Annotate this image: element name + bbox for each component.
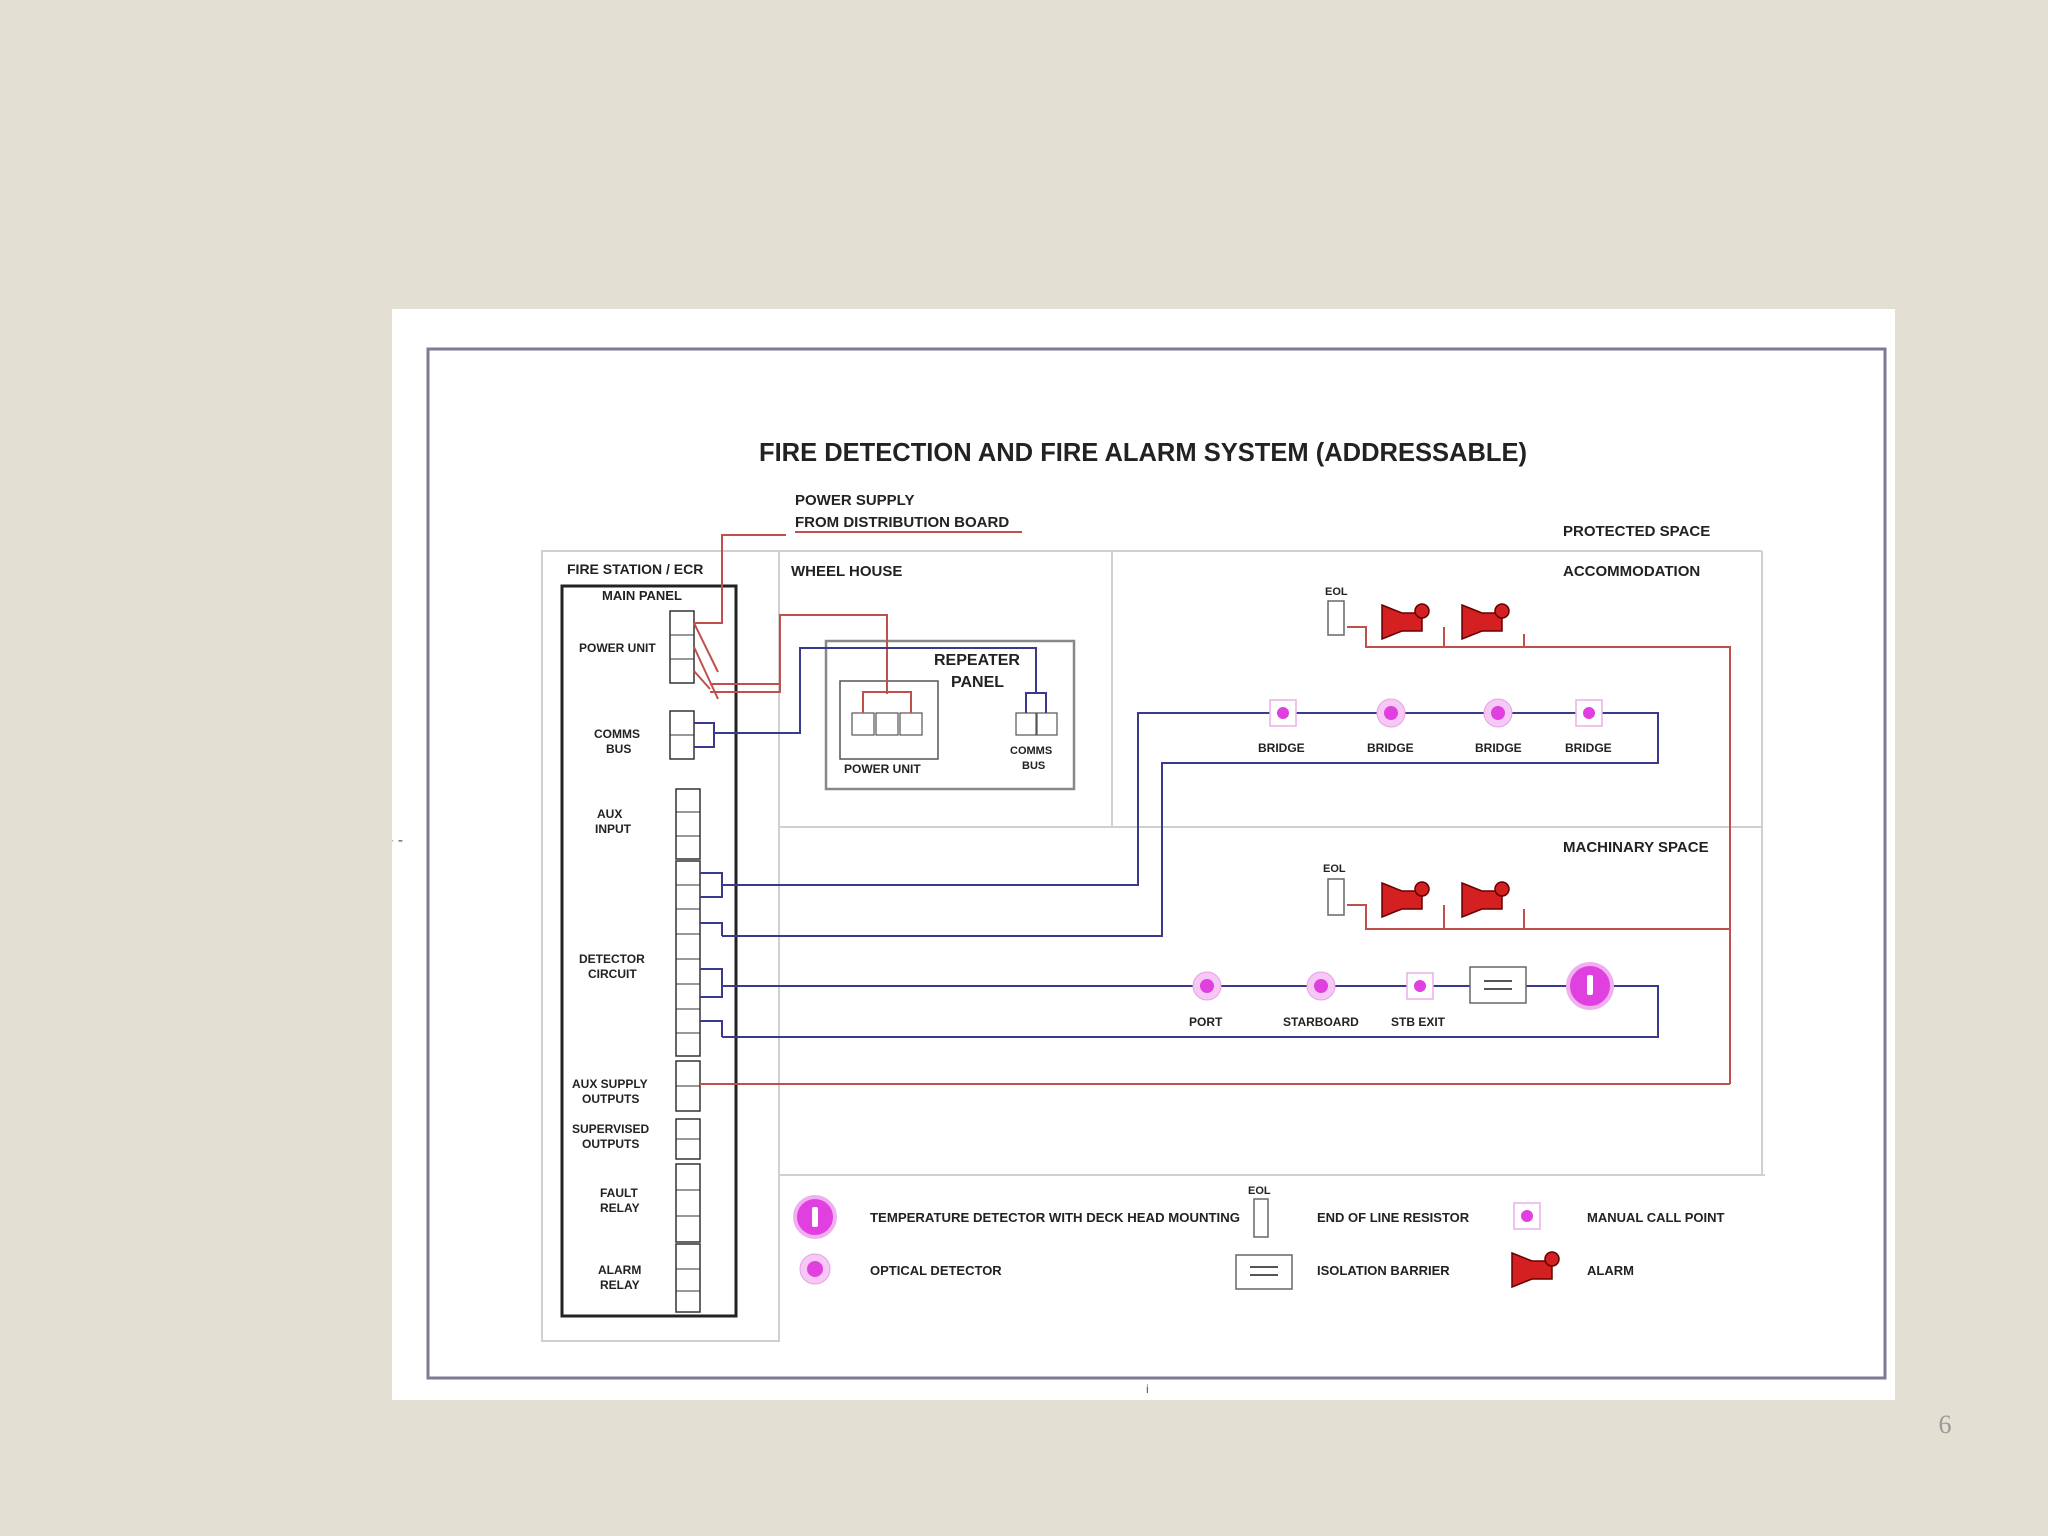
power-unit-terminal (669, 610, 695, 684)
machinery-devices: EOL (1189, 863, 1614, 1029)
fault-relay-terminal (675, 1163, 701, 1243)
bottom-edge-mark: i (1146, 1382, 1149, 1396)
call-point-4 (1575, 699, 1603, 727)
accommodation-device-labels: BRIDGE BRIDGE BRIDGE BRIDGE (1258, 741, 1612, 755)
detector-circuit-label-2: CIRCUIT (588, 967, 637, 981)
legend-isolation-label: ISOLATION BARRIER (1317, 1263, 1450, 1278)
machinery-space-label: MACHINARY SPACE (1563, 839, 1709, 856)
supervised-outputs-label-2: OUTPUTS (582, 1137, 639, 1151)
repeater-power-unit-box (839, 680, 939, 760)
legend-eol-label: END OF LINE RESISTOR (1317, 1210, 1470, 1225)
accommodation-eol-resistor (1327, 600, 1345, 636)
panel-labels: POWER UNIT COMMS BUS AUX INPUT DETECTOR … (572, 641, 656, 1292)
bridge-label-2: BRIDGE (1367, 741, 1414, 755)
legend-temperature-label: TEMPERATURE DETECTOR WITH DECK HEAD MOUN… (870, 1210, 1240, 1225)
protected-space-label: PROTECTED SPACE (1563, 523, 1710, 540)
outer-frame (426, 347, 1887, 1380)
accommodation-eol-label: EOL (1325, 586, 1348, 598)
diagram-title: FIRE DETECTION AND FIRE ALARM SYSTEM (AD… (759, 437, 1527, 467)
repeater-comms-label-2: BUS (1022, 760, 1045, 772)
legend-isolation-icon (1235, 1254, 1293, 1290)
machinery-alarm-feed (1523, 909, 1730, 930)
machinery-loop-wire (700, 968, 1659, 1038)
fire-alarm-diagram: - - i FIRE DETECTION AND FIRE ALARM SYST… (392, 347, 1887, 1396)
accommodation-alarm-2 (1461, 603, 1510, 641)
machinery-eol-label: EOL (1323, 863, 1346, 875)
machinery-alarm-1 (1381, 881, 1430, 919)
comms-bus-label-2: BUS (606, 742, 631, 756)
fire-station-zone (541, 550, 780, 1342)
bridge-label-4: BRIDGE (1565, 741, 1612, 755)
alarm-relay-terminal (675, 1243, 701, 1313)
panel-terminals (669, 610, 701, 1313)
alarm-relay-label-1: ALARM (598, 1263, 641, 1277)
temperature-detector-mark (1587, 975, 1593, 995)
bridge-label-1: BRIDGE (1258, 741, 1305, 755)
comms-bus-wire (694, 647, 1037, 734)
accommodation-devices: EOL BRIDGE (1258, 586, 1612, 755)
main-panel-box (560, 584, 738, 1318)
power-supply-label-line2: FROM DISTRIBUTION BOARD (795, 514, 1009, 531)
main-panel-label: MAIN PANEL (602, 588, 682, 603)
stb-exit-label: STB EXIT (1391, 1015, 1446, 1029)
aux-supply-label-1: AUX SUPPLY (572, 1077, 648, 1091)
legend: TEMPERATURE DETECTOR WITH DECK HEAD MOUN… (793, 1185, 1725, 1290)
terminal-dividers (670, 634, 700, 1292)
repeater-comms-label-1: COMMS (1010, 745, 1052, 757)
fault-relay-label-2: RELAY (600, 1201, 640, 1215)
power-unit-label: POWER UNIT (579, 641, 656, 655)
machinery-device-labels: PORT STARBOARD STB EXIT (1189, 1015, 1446, 1029)
power-wires (693, 534, 1731, 1085)
left-edge-mark: - - (392, 832, 403, 849)
fault-relay-label-1: FAULT (600, 1186, 638, 1200)
wheel-house-label: WHEEL HOUSE (791, 563, 902, 580)
legend-eol-tag: EOL (1248, 1185, 1271, 1197)
aux-input-label-2: INPUT (595, 822, 632, 836)
starboard-label: STARBOARD (1283, 1015, 1359, 1029)
legend-optical-label: OPTICAL DETECTOR (870, 1263, 1002, 1278)
diagram-picture: - - i FIRE DETECTION AND FIRE ALARM SYST… (392, 309, 1895, 1400)
comms-bus-label-1: COMMS (594, 727, 640, 741)
port-label: PORT (1189, 1015, 1223, 1029)
call-point-1 (1269, 699, 1297, 727)
legend-alarm-icon (1511, 1251, 1560, 1289)
legend-eol-icon (1253, 1198, 1269, 1238)
page-number: 6 (1938, 1410, 1952, 1439)
isolation-barrier-device (1469, 966, 1527, 1004)
repeater-panel-box (824, 639, 1076, 791)
zone-outlines (541, 550, 1765, 1342)
call-point-1-dot (1277, 707, 1289, 719)
detector-circuit-label-1: DETECTOR (579, 952, 645, 966)
machinery-alarm-2 (1461, 881, 1510, 919)
repeater-title-1: REPEATER (934, 652, 1020, 669)
repeater-comms-terminals (1015, 712, 1058, 736)
power-supply-label-line1: POWER SUPPLY (795, 492, 914, 509)
accommodation-label: ACCOMMODATION (1563, 563, 1700, 580)
accommodation-alarm-feed (1523, 634, 1731, 1084)
power-feed-wire (694, 534, 786, 624)
bridge-label-3: BRIDGE (1475, 741, 1522, 755)
repeater-title-2: PANEL (951, 674, 1004, 691)
repeater-power-unit-label: POWER UNIT (844, 762, 921, 776)
aux-input-label-1: AUX (597, 807, 622, 821)
repeater-power-terminals (851, 712, 923, 736)
aux-supply-label-2: OUTPUTS (582, 1092, 639, 1106)
alarm-relay-label-2: RELAY (600, 1278, 640, 1292)
fire-station-label: FIRE STATION / ECR (567, 561, 703, 577)
aux-input-terminal (675, 788, 701, 860)
legend-call-point-icon (1513, 1202, 1541, 1230)
legend-call-point-label: MANUAL CALL POINT (1587, 1210, 1725, 1225)
supervised-outputs-label-1: SUPERVISED (572, 1122, 649, 1136)
legend-alarm-label: ALARM (1587, 1263, 1634, 1278)
machinery-eol-resistor (1327, 878, 1345, 916)
accommodation-alarm-1 (1381, 603, 1430, 641)
